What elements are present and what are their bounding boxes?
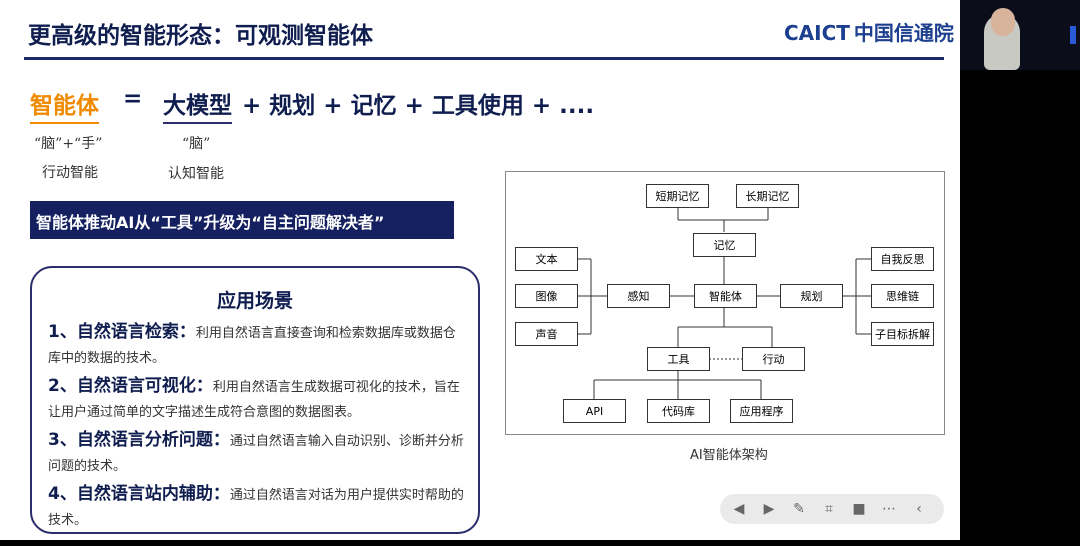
pen-icon[interactable]: ✎ [793, 501, 805, 517]
use-case-item: 3、自然语言分析问题：通过自然语言输入自动识别、诊断并分析问题的技术。 [48, 430, 464, 474]
action-intelligence-note: 行动智能 [42, 165, 98, 181]
node-audio: 声音 [515, 322, 578, 346]
formula-llm: 大模型 [163, 86, 232, 124]
banner: 智能体推动AI从“工具”升级为“自主问题解决者” [30, 201, 454, 239]
use-case-item: 4、自然语言站内辅助：通过自然语言对话为用户提供实时帮助的技术。 [48, 484, 464, 528]
collapse-icon[interactable]: ‹ [916, 501, 922, 517]
agent-architecture-diagram: 短期记忆 长期记忆 记忆 文本 图像 声音 感知 智能体 规划 自我反思 思维链… [505, 171, 945, 435]
formula-rest: + 规划 + 记忆 + 工具使用 + .... [242, 93, 595, 119]
next-slide-icon[interactable]: ▶ [763, 501, 775, 517]
node-text: 文本 [515, 247, 578, 271]
video-icon[interactable]: ■ [852, 501, 866, 517]
speaker-video [960, 0, 1080, 70]
node-api: API [563, 399, 626, 423]
node-planning: 规划 [780, 284, 843, 308]
node-short-term-memory: 短期记忆 [646, 184, 709, 208]
more-icon[interactable]: ⋯ [882, 501, 896, 517]
formula-equals: = [123, 86, 143, 112]
use-case-item: 2、自然语言可视化：利用自然语言生成数据可视化的技术，旨在让用户通过简单的文字描… [48, 376, 460, 420]
brain-note: “脑” [182, 136, 211, 152]
use-cases-card: 应用场景 1、自然语言检索：利用自然语言直接查询和检索数据库或数据仓库中的数据的… [30, 266, 480, 534]
node-applications: 应用程序 [730, 399, 793, 423]
side-tab[interactable] [1070, 26, 1076, 44]
screenshot-icon[interactable]: ⌗ [825, 501, 833, 517]
cognitive-intelligence-note: 认知智能 [168, 166, 224, 182]
brain-hand-note: “脑”+“手” [34, 136, 103, 152]
diagram-caption: AI智能体架构 [690, 448, 768, 463]
speaker-face [991, 8, 1015, 36]
node-long-term-memory: 长期记忆 [736, 184, 799, 208]
slide-title: 更高级的智能形态：可观测智能体 [28, 23, 373, 49]
use-cases-title: 应用场景 [216, 290, 293, 312]
node-subgoal: 子目标拆解 [871, 322, 934, 346]
node-tools: 工具 [647, 347, 710, 371]
node-memory: 记忆 [693, 233, 756, 257]
node-self-reflection: 自我反思 [871, 247, 934, 271]
node-chain-of-thought: 思维链 [871, 284, 934, 308]
node-codebase: 代码库 [647, 399, 710, 423]
logo-en: CAICT [784, 21, 850, 45]
formula-agent: 智能体 [30, 86, 99, 124]
use-case-item: 1、自然语言检索：利用自然语言直接查询和检索数据库或数据仓库中的数据的技术。 [48, 322, 456, 366]
previous-slide-icon[interactable]: ◀ [733, 501, 745, 517]
node-perception: 感知 [607, 284, 670, 308]
node-agent: 智能体 [694, 284, 757, 308]
presentation-toolbar: ◀ ▶ ✎ ⌗ ■ ⋯ ‹ [720, 494, 944, 524]
node-action: 行动 [742, 347, 805, 371]
node-image: 图像 [515, 284, 578, 308]
diagram-connectors [577, 206, 871, 399]
title-divider [24, 57, 944, 60]
logo-cn: 中国信通院 [853, 21, 954, 45]
